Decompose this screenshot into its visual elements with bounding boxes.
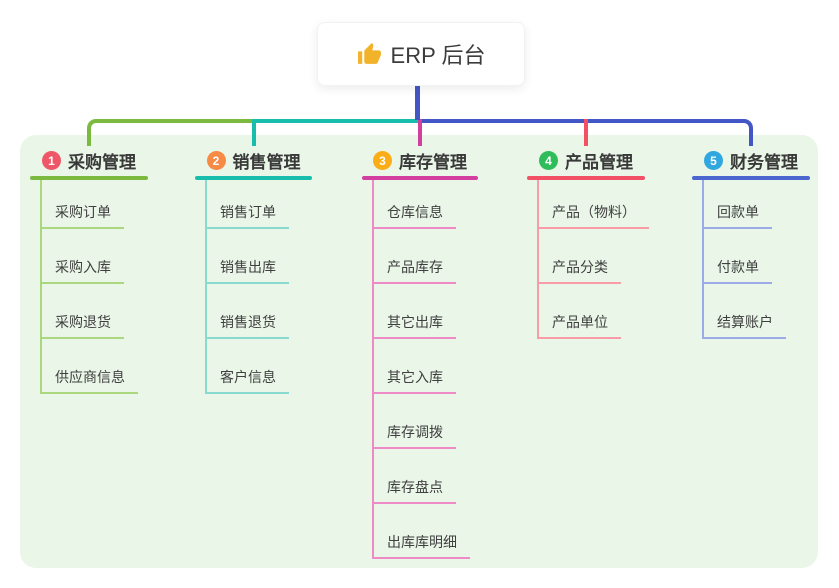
- branch-underline: [30, 176, 148, 180]
- branch-title: 产品管理: [565, 153, 633, 172]
- root-node[interactable]: ERP 后台: [317, 22, 525, 86]
- branch-child-node[interactable]: 客户信息: [205, 367, 289, 394]
- branch-child-node[interactable]: 结算账户: [702, 312, 786, 339]
- branch-number-badge: 3: [373, 151, 392, 170]
- branch-title: 采购管理: [68, 153, 136, 172]
- branch-drop-line: [584, 119, 588, 146]
- branch-header-node[interactable]: 4 产品管理: [527, 145, 645, 176]
- branch-underline: [692, 176, 810, 180]
- branch-number-badge: 2: [206, 151, 226, 170]
- branch-child-node[interactable]: 产品单位: [537, 312, 621, 339]
- branch-underline: [362, 176, 478, 180]
- branch-drop-line: [418, 119, 422, 146]
- root-title: ERP 后台: [390, 43, 486, 68]
- bus-right-elbow: [727, 119, 753, 146]
- branch-header-node[interactable]: 1 采购管理: [30, 145, 148, 176]
- branch-child-node[interactable]: 付款单: [702, 257, 772, 284]
- branch-child-node[interactable]: 采购退货: [40, 312, 124, 339]
- branch-child-node[interactable]: 产品库存: [372, 257, 456, 284]
- branch-underline: [527, 176, 645, 180]
- branch-child-node[interactable]: 采购入库: [40, 257, 124, 284]
- bus-segment-teal: [252, 119, 418, 123]
- branch-child-node[interactable]: 销售订单: [205, 202, 289, 229]
- branch-children-line: [205, 178, 207, 394]
- bus-segment-blue: [418, 119, 731, 123]
- branch-title: 库存管理: [399, 153, 467, 172]
- branch-header-node[interactable]: 2 销售管理: [195, 145, 312, 176]
- thumbs-up-icon: [357, 42, 382, 67]
- branch-children-line: [702, 178, 704, 339]
- branch-title: 销售管理: [232, 153, 301, 172]
- branch-child-node[interactable]: 销售出库: [205, 257, 289, 284]
- branches-panel: [20, 135, 818, 568]
- branch-header-node[interactable]: 5 财务管理: [692, 145, 810, 176]
- branch-number-badge: 1: [42, 151, 61, 170]
- branch-children-line: [537, 178, 539, 339]
- branch-child-node[interactable]: 库存盘点: [372, 477, 456, 504]
- branch-number-badge: 4: [539, 151, 558, 170]
- branch-header-node[interactable]: 3 库存管理: [362, 145, 478, 176]
- branch-child-node[interactable]: 其它出库: [372, 312, 456, 339]
- branch-children-line: [372, 178, 374, 559]
- branch-child-node[interactable]: 采购订单: [40, 202, 124, 229]
- branch-number-badge: 5: [704, 151, 723, 170]
- branch-children-line: [40, 178, 42, 394]
- root-connector-line: [415, 84, 420, 120]
- branch-child-node[interactable]: 回款单: [702, 202, 772, 229]
- branch-child-node[interactable]: 产品（物料）: [537, 202, 649, 229]
- branch-child-node[interactable]: 仓库信息: [372, 202, 456, 229]
- bus-left-elbow: [87, 119, 113, 146]
- branch-child-node[interactable]: 销售退货: [205, 312, 289, 339]
- branch-title: 财务管理: [730, 153, 798, 172]
- branch-child-node[interactable]: 其它入库: [372, 367, 456, 394]
- branch-child-node[interactable]: 出库库明细: [372, 532, 470, 559]
- bus-segment-green: [107, 119, 252, 123]
- branch-underline: [195, 176, 312, 180]
- branch-drop-line: [252, 119, 256, 146]
- branch-child-node[interactable]: 产品分类: [537, 257, 621, 284]
- branch-child-node[interactable]: 供应商信息: [40, 367, 138, 394]
- branch-child-node[interactable]: 库存调拨: [372, 422, 456, 449]
